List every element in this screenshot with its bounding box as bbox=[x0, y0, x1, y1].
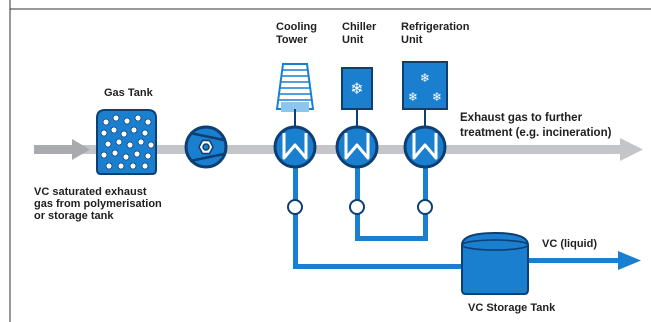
valve-icon bbox=[287, 199, 303, 215]
snowflake-icon: ❄ bbox=[432, 90, 442, 104]
heat-exchanger-icon bbox=[273, 125, 317, 169]
snowflake-icon: ❄ bbox=[420, 71, 430, 85]
heat-exchanger-icon bbox=[335, 125, 379, 169]
vc-storage-tank bbox=[461, 231, 529, 295]
liquid-outlet-arrow-head bbox=[618, 251, 641, 270]
chiller-unit-label: Chiller Unit bbox=[342, 21, 377, 46]
exhaust-arrow-head bbox=[620, 138, 643, 161]
vc-inlet-label: VC saturated exhaust gas from polymerisa… bbox=[34, 186, 162, 222]
heat-exchangers bbox=[273, 125, 447, 169]
refrigeration-unit-label: Refrigeration Unit bbox=[401, 21, 470, 46]
inlet-arrow-head bbox=[72, 139, 90, 160]
chiller-unit: ❄ bbox=[341, 67, 373, 127]
gas-tank-label: Gas Tank bbox=[104, 87, 153, 99]
snowflake-icon: ❄ bbox=[350, 79, 363, 98]
cooling-tower bbox=[275, 63, 315, 127]
valve-icon bbox=[417, 199, 433, 215]
snowflake-icon: ❄ bbox=[408, 90, 418, 104]
vc-liquid-label: VC (liquid) bbox=[542, 238, 597, 250]
refrigeration-unit: ❄ ❄ ❄ bbox=[402, 61, 448, 127]
valve-icon bbox=[349, 199, 365, 215]
gas-pipe bbox=[34, 138, 643, 161]
valves bbox=[287, 199, 433, 215]
exhaust-gas-label: Exhaust gas to further treatment (e.g. i… bbox=[460, 112, 612, 139]
heat-exchanger-icon bbox=[403, 125, 447, 169]
gas-tank bbox=[96, 109, 157, 175]
cooling-tower-label: Cooling Tower bbox=[276, 21, 317, 46]
vc-storage-tank-label: VC Storage Tank bbox=[468, 302, 556, 314]
compressor-icon bbox=[184, 125, 228, 169]
